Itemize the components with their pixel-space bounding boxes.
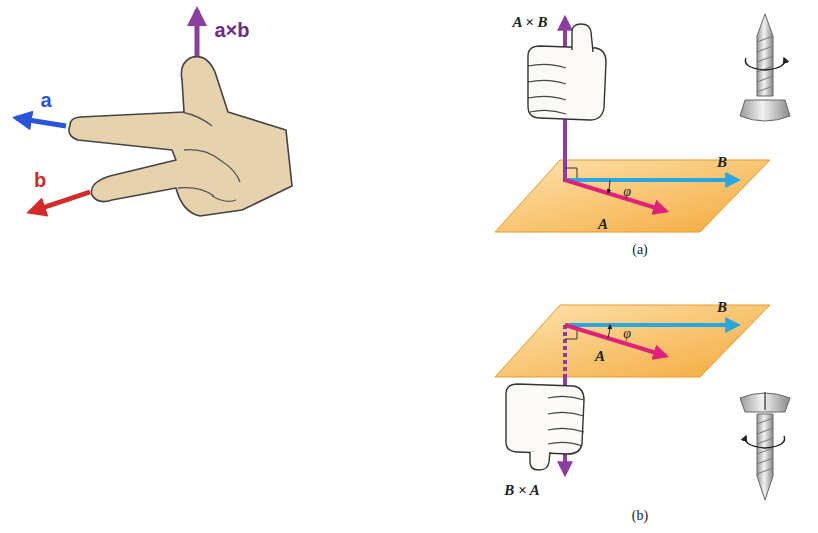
- panel-b: [495, 305, 790, 500]
- vector-label: B: [717, 154, 727, 171]
- vector-label: A: [598, 216, 608, 233]
- vector-label: B: [717, 299, 727, 316]
- product-label: a×b: [214, 19, 249, 42]
- vector-label: b: [34, 169, 46, 192]
- panel-a: [495, 14, 790, 232]
- screw-icon: [740, 14, 790, 121]
- panel-label: (b): [632, 508, 648, 524]
- vector-label: A: [595, 348, 605, 365]
- angle-label: φ: [623, 326, 631, 342]
- product-label: B × A: [504, 482, 540, 499]
- panel-label: (a): [632, 242, 648, 258]
- product-label: A × B: [512, 14, 547, 31]
- screw-icon: [740, 392, 790, 500]
- right-hand: [16, 10, 292, 216]
- vector-label: a: [40, 89, 51, 112]
- angle-label: φ: [623, 184, 631, 200]
